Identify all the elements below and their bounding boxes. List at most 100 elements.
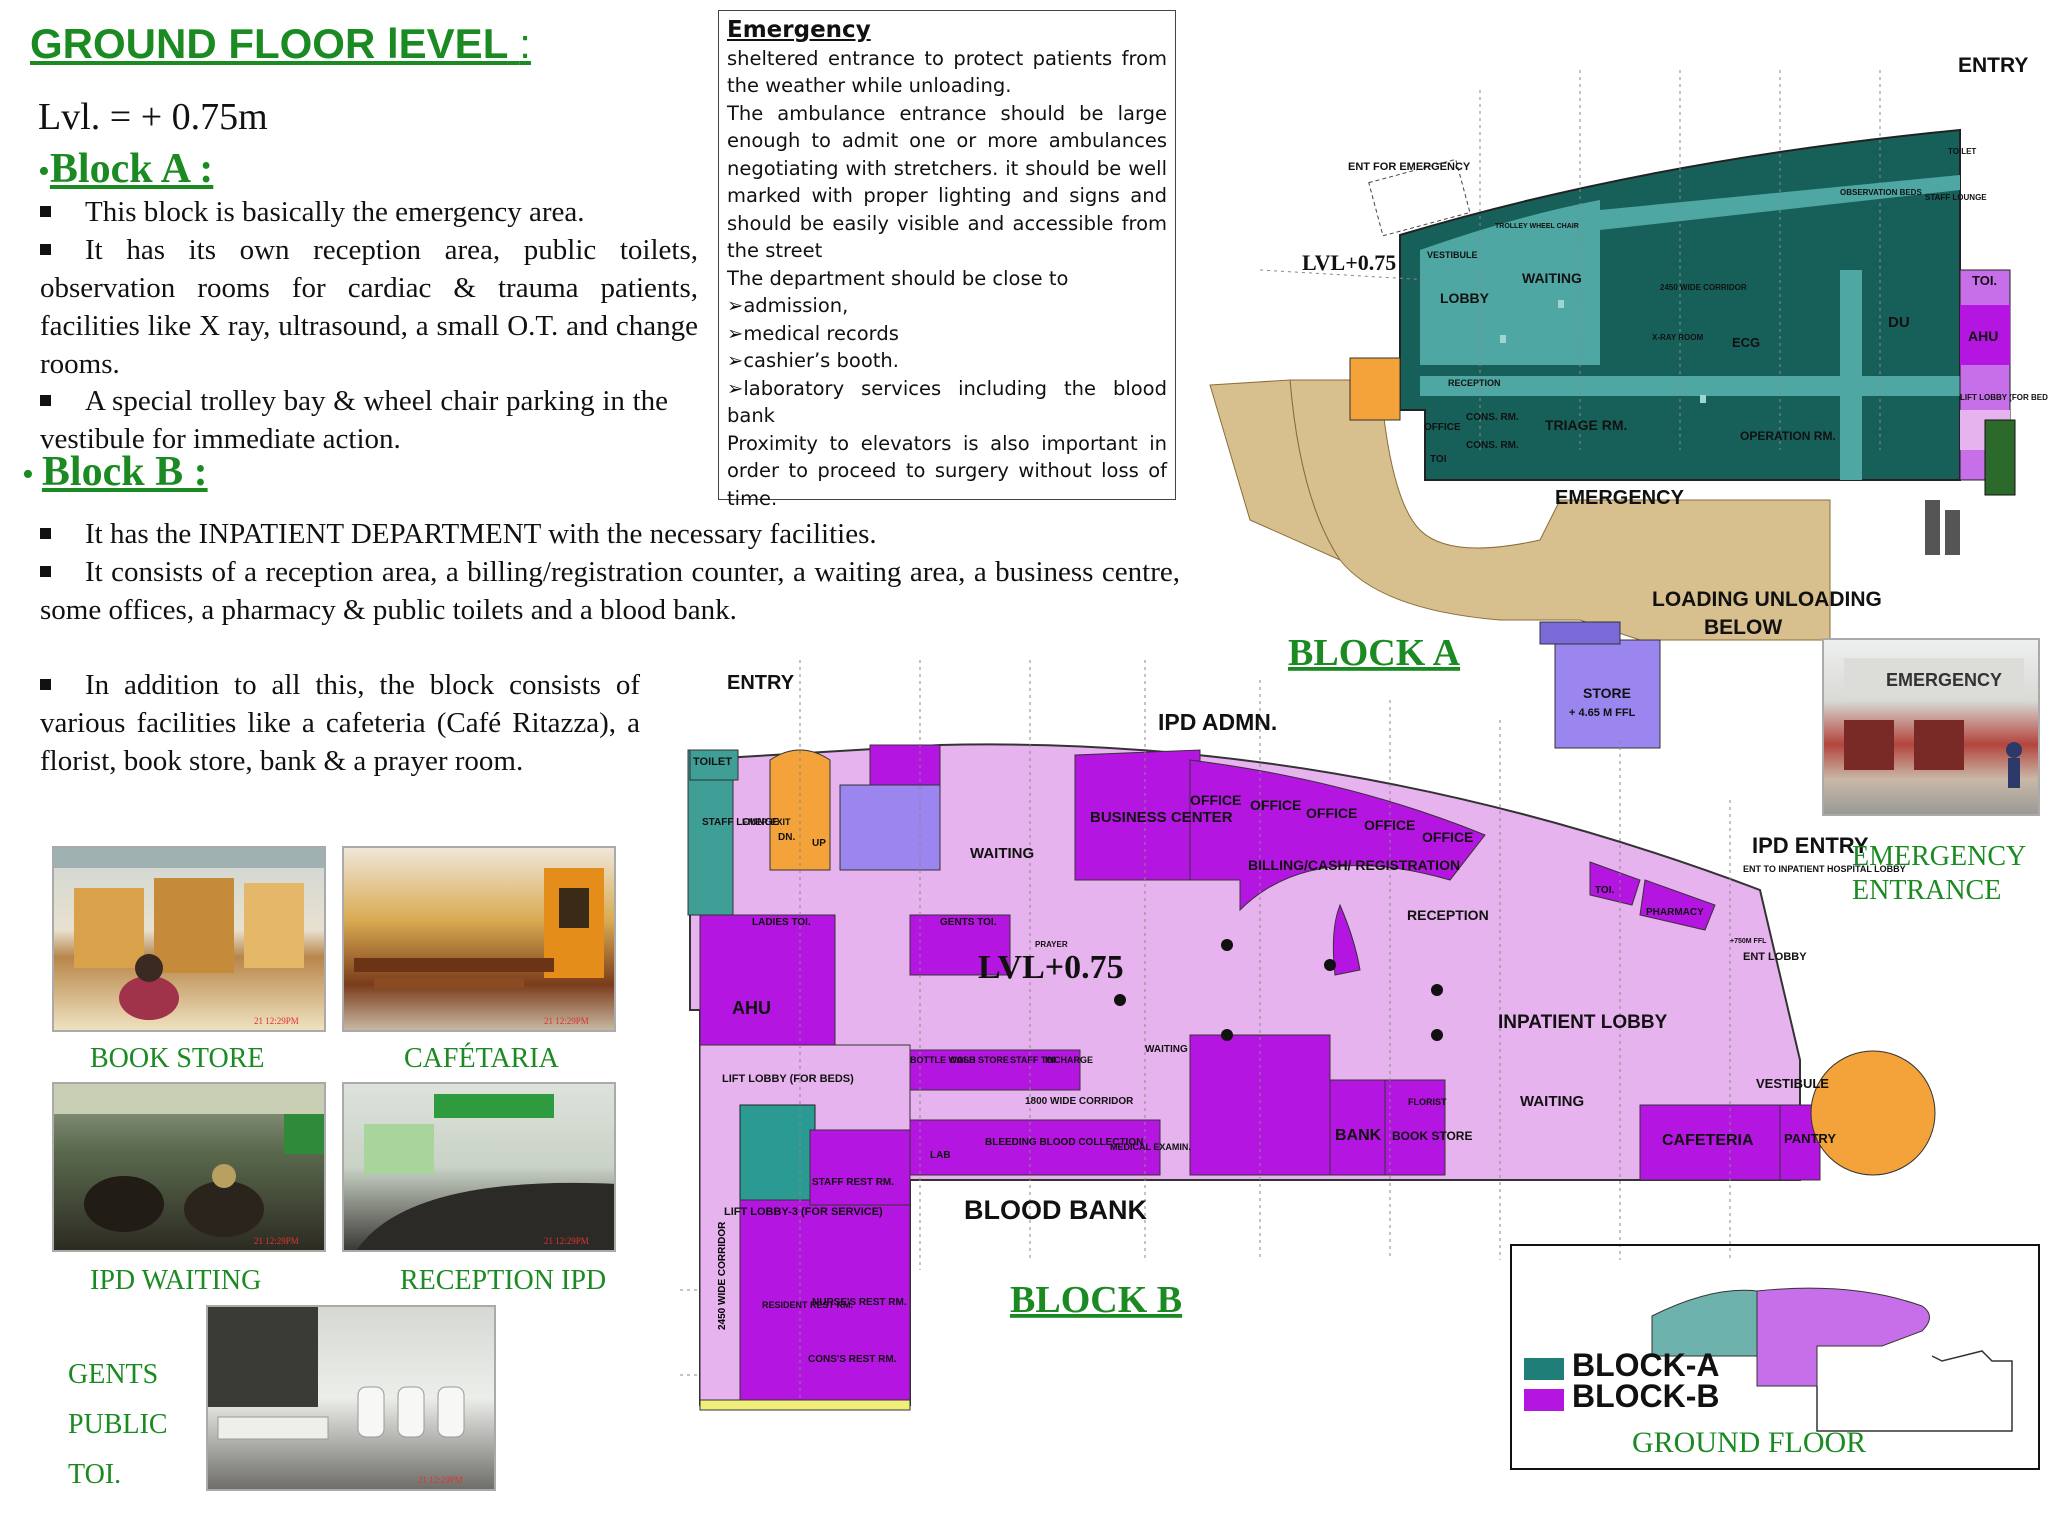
- block-a-lift: [1984, 419, 2016, 496]
- plan-b-inpatient-lobby-label: INPATIENT LOBBY: [1498, 1012, 1668, 1033]
- plan-b-lift-lobby-label: LIFT LOBBY (FOR BEDS): [722, 1073, 854, 1085]
- book-store-photo-art: 21 12:29PM: [54, 848, 324, 1026]
- plan-b-lvl-label: LVL+0.75: [978, 949, 1124, 986]
- plan-b-ipd-entry-label: IPD ENTRY: [1752, 833, 1869, 858]
- photo-timestamp: 21 12:29PM: [544, 1016, 589, 1026]
- key-plan: [1651, 1287, 2013, 1432]
- page-title: GROUND FLOOR lEVEL :: [30, 20, 531, 67]
- plan-b-pharmacy-label: PHARMACY: [1646, 907, 1704, 918]
- ipd-waiting-photo: 21 12:29PM: [52, 1082, 326, 1252]
- bullet-square-icon: [40, 565, 51, 577]
- caption-book-store: BOOK STORE: [90, 1043, 265, 1074]
- block-a-column-1: [1925, 500, 1940, 555]
- block-b-heading: • Block B :: [22, 449, 208, 495]
- key-plan-outline: [1816, 1350, 2013, 1432]
- block-a-plan-title: BLOCK A: [1288, 632, 1461, 674]
- reception-ipd-photo: 21 12:29PM: [342, 1082, 616, 1252]
- plan-b-billing-label: BILLING/CASH/ REGISTRATION: [1248, 857, 1460, 873]
- legend-caption: GROUND FLOOR: [1632, 1426, 1867, 1459]
- plan-a-emergency-label: EMERGENCY: [1555, 487, 1685, 509]
- plan-b-blood-bank-label: BLOOD BANK: [964, 1195, 1147, 1225]
- plan-a-office-label: OFFICE: [1424, 422, 1461, 433]
- plan-a-vestibule-label: VESTIBULE: [1427, 250, 1478, 260]
- counter: [1332, 903, 1361, 976]
- gents-toilet-photo-art: 21 12:29PM: [208, 1307, 465, 1485]
- emergency-note-line: ➢laboratory services including the blood…: [727, 376, 1167, 428]
- plan-b-incharge-label: INCHARGE: [1045, 1055, 1093, 1065]
- block-b-small-room: [869, 744, 941, 786]
- emergency-photo-sign: EMERGENCY: [1886, 670, 2002, 690]
- store-stair: [1539, 621, 1621, 645]
- block-b-lift-core: [839, 784, 941, 871]
- block-a-column-2: [1945, 510, 1960, 555]
- gents-toilet-photo: 21 12:29PM: [206, 1305, 496, 1491]
- emergency-note-line: sheltered entrance to protect patients f…: [727, 46, 1167, 98]
- plan-b-cafeteria-label: CAFETERIA: [1662, 1132, 1754, 1149]
- ramp-left: [1209, 379, 1342, 562]
- block-a-gridlines: [1259, 70, 1881, 450]
- block-a-stair: [1349, 357, 1401, 421]
- block-b-floor-plan: ENTRY IPD ADMN. TOILET STAFF LOUNGE EMER…: [680, 660, 1936, 1411]
- caption-ipd-waiting: IPD WAITING: [90, 1265, 262, 1296]
- plan-b-business-label: BUSINESS CENTER: [1090, 809, 1233, 826]
- plan-b-corridor-1800-label: 1800 WIDE CORRIDOR: [1025, 1096, 1134, 1107]
- legend-box: BLOCK-A BLOCK-B GROUND FLOOR: [1510, 1244, 2040, 1470]
- block-b-bullet-3: In addition to all this, the block consi…: [40, 669, 640, 777]
- block-a-room-labels: ENTRY ENT FOR EMERGENCY LVL+0.75 LOBBY W…: [1302, 54, 2048, 719]
- pharmacy-room: [1639, 879, 1716, 931]
- plan-b-pantry-label: PANTRY: [1784, 1131, 1836, 1146]
- store-room: [1554, 639, 1661, 749]
- offices-billing: [1189, 759, 1486, 912]
- legend-swatch-block-b: [1524, 1389, 1564, 1411]
- plan-b-medical-exam-label: MEDICAL EXAMIN.: [1110, 1142, 1191, 1152]
- plan-b-office-label-5: OFFICE: [1422, 829, 1473, 845]
- plan-a-cons-label-1: CONS. RM.: [1466, 412, 1519, 423]
- emergency-entrance-photo: EMERGENCY: [1822, 638, 2040, 816]
- plan-a-reception-label: RECEPTION: [1448, 378, 1501, 388]
- lift-shafts: [739, 1104, 816, 1201]
- emergency-note-line: Proximity to elevators is also important…: [727, 431, 1167, 510]
- block-b-bullet-1: It has the INPATIENT DEPARTMENT with the…: [40, 515, 1180, 553]
- plan-b-office-label-3: OFFICE: [1306, 805, 1357, 821]
- plan-b-reception-label: RECEPTION: [1407, 907, 1489, 923]
- blood-bank-rooms: [909, 1119, 1161, 1176]
- plan-a-obs-beds-label: OBSERVATION BEDS: [1840, 188, 1922, 197]
- block-a-lobby: [1420, 200, 1600, 365]
- plan-b-entry-label: ENTRY: [727, 672, 795, 694]
- plan-a-below-label: BELOW: [1704, 616, 1782, 639]
- block-a-floor-plan: ENTRY ENT FOR EMERGENCY LVL+0.75 LOBBY W…: [1209, 54, 2048, 749]
- emergency-entrance-caption: EMERGENCY ENTRANCE: [1852, 841, 2026, 906]
- legend-label-block-a: BLOCK-A: [1572, 1347, 1720, 1383]
- book-store-room: [1384, 1079, 1446, 1176]
- plan-a-corridor-label: 2450 WIDE CORRIDOR: [1660, 283, 1747, 292]
- block-a-fixture-marks: [1500, 300, 1706, 403]
- plan-b-nurses-rest-label: NURSE'S REST RM.: [812, 1297, 907, 1308]
- plan-b-toilet-label: TOILET: [693, 756, 732, 768]
- plan-b-toi-label: TOI.: [1595, 885, 1614, 896]
- plan-b-resident-rest-label: RESIDENT REST RM.: [762, 1300, 853, 1310]
- photo-timestamp: 21 12:29PM: [544, 1236, 589, 1246]
- plan-b-gents-toi-label: GENTS TOI.: [940, 917, 997, 928]
- plan-a-trolley-label: TROLLEY WHEEL CHAIR: [1495, 223, 1579, 230]
- plan-a-toi2-label: TOI.: [1972, 273, 1997, 288]
- plan-b-vestibule-label: VESTIBULE: [1756, 1076, 1829, 1091]
- plan-b-office-label-1: OFFICE: [1190, 792, 1241, 808]
- block-b-gridlines: [680, 660, 1731, 1400]
- plan-b-book-store-label: BOOK STORE: [1392, 1129, 1472, 1143]
- plan-a-toi-label: TOI: [1430, 454, 1447, 465]
- emergency-note-line: ➢admission,: [727, 294, 849, 317]
- plan-a-ecg-label: ECG: [1732, 335, 1760, 350]
- plan-b-dn-label: DN.: [778, 832, 795, 843]
- plan-b-ent-lobby-label: ENT LOBBY: [1743, 951, 1807, 963]
- staff-rest-room: [809, 1129, 911, 1206]
- plan-b-office-label-4: OFFICE: [1364, 817, 1415, 833]
- block-b-room-labels: ENTRY IPD ADMN. TOILET STAFF LOUNGE EMER…: [693, 672, 1906, 1365]
- emergency-notes-heading: Emergency: [727, 17, 871, 43]
- plan-a-entry-label: ENTRY: [1958, 54, 2028, 77]
- block-b-edge-strip: [699, 1399, 911, 1411]
- emergency-photo-art: EMERGENCY: [1844, 658, 2024, 788]
- level-text: Lvl. = + 0.75m: [38, 96, 268, 138]
- plan-b-cold-store-label: COLD STORE: [950, 1055, 1009, 1065]
- plan-b-ahu-label: AHU: [732, 998, 771, 1018]
- plan-b-ladies-toi-label: LADIES TOI.: [752, 917, 811, 928]
